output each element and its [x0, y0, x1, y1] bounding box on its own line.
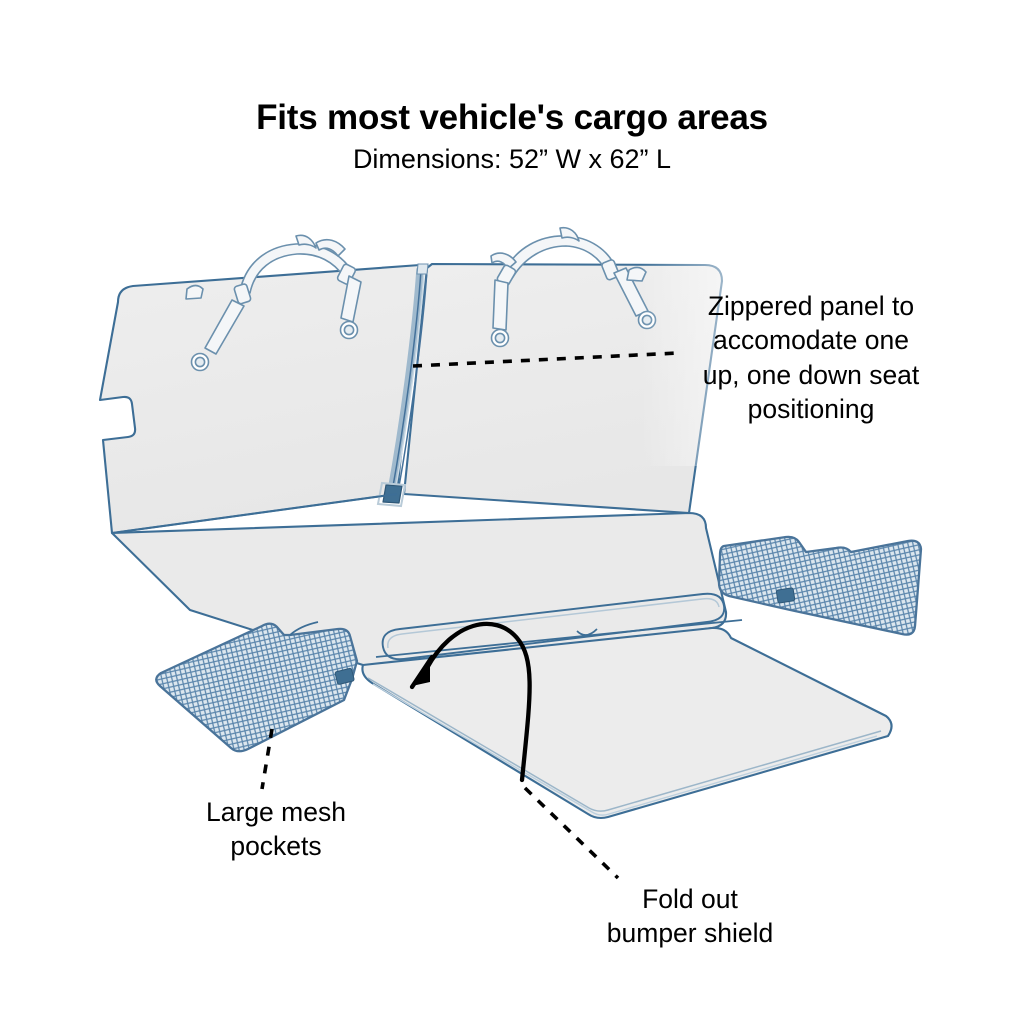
right-mesh-pocket	[717, 535, 923, 636]
bumper-shield-panel	[361, 619, 893, 820]
callout-backdrop-fade	[640, 256, 970, 466]
strap-assembly-left	[185, 234, 362, 372]
leader-lines	[260, 351, 679, 880]
leader-bumper	[523, 786, 620, 880]
right-pocket-tab	[775, 587, 796, 604]
left-pocket-tab	[334, 667, 355, 685]
left-mesh-pocket	[155, 622, 359, 753]
zipper-seam	[376, 263, 429, 508]
backrest-assembly	[98, 226, 724, 535]
backrest-panel-left	[98, 263, 422, 535]
floor-pocket-flap	[381, 592, 726, 661]
zipper-top-stop	[416, 263, 429, 275]
fold-out-arrow	[409, 621, 532, 783]
leader-zipper	[412, 351, 679, 368]
left-pocket-notch	[289, 621, 319, 636]
